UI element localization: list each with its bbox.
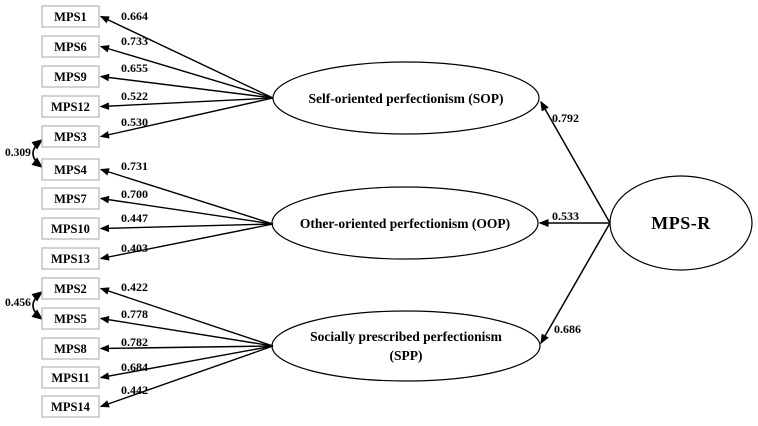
factor-label-spp-line1: Socially prescribed perfectionism [310, 329, 502, 344]
loading-value-mps3: 0.530 [121, 115, 148, 129]
structural-paths: 0.792 0.533 0.686 [538, 100, 611, 345]
indicator-label-mps4: MPS4 [54, 163, 87, 177]
loading-arrow-mps12 [99, 97, 274, 110]
indicator-label-mps3: MPS3 [54, 130, 87, 144]
loading-arrow-mps10 [99, 223, 274, 233]
indicator-box-mps7 [41, 187, 100, 210]
path-value-mpsr-spp: 0.686 [554, 322, 581, 336]
indicator-box-mps5 [41, 307, 100, 330]
loading-arrow-mps1 [99, 15, 274, 99]
indicator-box-mps12 [41, 95, 100, 118]
indicator-label-mps13: MPS13 [51, 252, 90, 266]
indicator-label-mps2: MPS2 [54, 282, 87, 296]
covariance-value-mps3-mps4: 0.309 [5, 147, 31, 159]
loading-arrow-mps3 [99, 97, 274, 139]
covariance-value-mps2-mps5: 0.456 [5, 297, 31, 309]
loading-arrow-mps14 [99, 345, 274, 408]
factor-label-sop: Self-oriented perfectionism (SOP) [309, 91, 504, 106]
factor-label-mpsr: MPS-R [651, 213, 711, 233]
indicator-label-mps14: MPS14 [51, 400, 91, 414]
indicator-boxes: MPS1 MPS6 MPS9 MPS12 MPS3 MPS4 MPS7 MPS1… [41, 5, 100, 418]
indicator-box-mps14 [41, 395, 100, 418]
indicator-label-mps7: MPS7 [54, 192, 87, 206]
indicator-box-mps10 [41, 217, 100, 240]
covariance-arc-mps2-mps5 [31, 291, 44, 320]
loading-arrow-mps2 [99, 287, 274, 347]
loading-value-mps13: 0.403 [121, 241, 148, 255]
loading-arrow-mps11 [99, 345, 274, 380]
latent-factors: Self-oriented perfectionism (SOP) Other-… [271, 61, 753, 382]
loading-value-mps5: 0.778 [121, 307, 148, 321]
indicator-box-mps9 [41, 65, 100, 88]
loading-arrow-mps6 [99, 45, 274, 99]
loading-value-mps10: 0.447 [121, 211, 148, 225]
path-value-mpsr-oop: 0.533 [552, 209, 579, 223]
loading-value-mps6: 0.733 [121, 34, 148, 48]
indicator-box-mps6 [41, 35, 100, 58]
indicator-label-mps1: MPS1 [54, 10, 87, 24]
loading-value-mps14: 0.442 [121, 383, 148, 397]
indicator-label-mps6: MPS6 [54, 40, 87, 54]
indicator-label-mps8: MPS8 [54, 342, 87, 356]
path-value-mpsr-sop: 0.792 [552, 111, 579, 125]
indicator-label-mps12: MPS12 [51, 100, 90, 114]
error-covariances: 0.309 0.456 [5, 139, 44, 320]
loading-arrow-mps5 [99, 316, 274, 347]
indicator-box-mps11 [41, 366, 100, 389]
loading-arrow-mps7 [99, 195, 274, 225]
path-arrow-mpsr-sop [540, 100, 611, 224]
indicator-box-mps13 [41, 247, 100, 270]
loading-value-mps11: 0.684 [121, 360, 148, 374]
loading-arrows [99, 15, 274, 408]
indicator-box-mps2 [41, 277, 100, 300]
indicator-label-mps11: MPS11 [51, 371, 89, 385]
loading-arrow-mps8 [99, 344, 274, 353]
loading-values: 0.664 0.733 0.655 0.522 0.530 0.731 0.70… [121, 9, 148, 397]
loading-value-mps2: 0.422 [121, 280, 148, 294]
loading-value-mps12: 0.522 [121, 89, 148, 103]
loading-value-mps8: 0.782 [121, 335, 148, 349]
loading-value-mps1: 0.664 [121, 9, 148, 23]
indicator-label-mps9: MPS9 [54, 70, 87, 84]
indicator-box-mps4 [41, 158, 100, 181]
indicator-label-mps10: MPS10 [51, 222, 90, 236]
loading-arrow-mps9 [99, 73, 274, 99]
indicator-box-mps3 [41, 125, 100, 148]
factor-label-spp-line2: (SPP) [390, 348, 423, 363]
loading-value-mps9: 0.655 [121, 61, 148, 75]
covariance-arc-mps3-mps4 [31, 139, 44, 168]
path-arrow-mpsr-spp [540, 222, 611, 345]
indicator-box-mps1 [41, 5, 100, 28]
loading-value-mps7: 0.700 [121, 187, 148, 201]
indicator-label-mps5: MPS5 [54, 312, 87, 326]
factor-ellipse-spp [271, 310, 541, 382]
loading-value-mps4: 0.731 [121, 159, 148, 173]
indicator-box-mps8 [41, 337, 100, 360]
loading-arrow-mps4 [99, 168, 274, 225]
factor-label-oop: Other-oriented perfectionism (OOP) [300, 216, 510, 231]
loading-arrow-mps13 [99, 223, 274, 261]
